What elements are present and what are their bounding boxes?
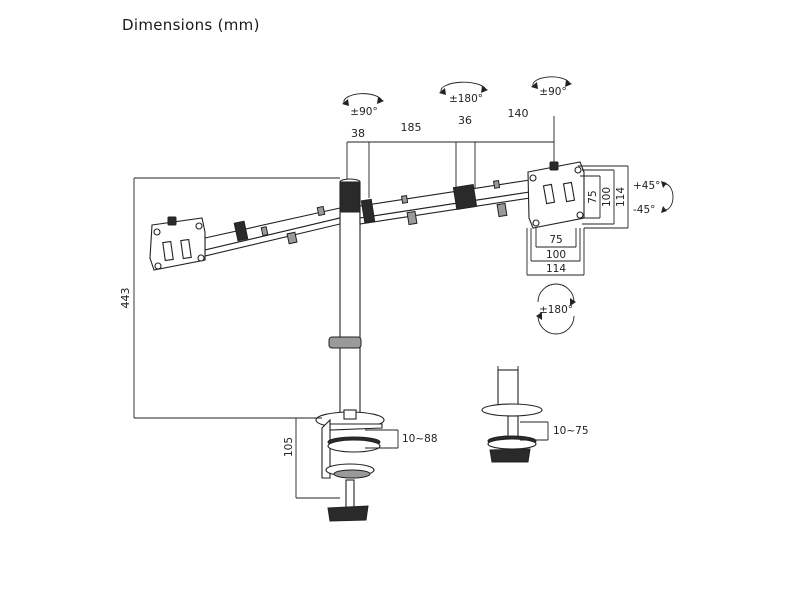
vesa-horiz-75: 75	[549, 234, 562, 246]
right-arm	[359, 179, 531, 226]
arm-dimensions: 38 185 36 140	[346, 107, 555, 198]
arm-dim-1: 38	[351, 127, 365, 140]
vesa-vert-75: 75	[587, 190, 599, 203]
rotate-icon-center: ±180°	[439, 81, 488, 105]
pole-height-dimension: 443	[119, 177, 340, 419]
left-arm	[204, 205, 341, 257]
clamp-range-label: 10~88	[402, 433, 438, 445]
rotate-icon-right: ±90°	[531, 76, 572, 98]
vesa-vert-100: 100	[601, 187, 613, 207]
rotate-label-left: ±90°	[350, 106, 377, 118]
rotate-label-right: ±90°	[539, 86, 566, 98]
vesa-dimensions: 75 100 114 75 100 114	[526, 165, 629, 276]
clamp-height-dimension: 105	[283, 417, 340, 499]
left-vesa-plate	[149, 216, 206, 271]
vesa-horiz-114: 114	[546, 263, 566, 275]
tilt-up-label: +45°	[633, 180, 660, 192]
arm-dim-2: 185	[401, 121, 422, 134]
clamp-range-dimension: 10~88	[365, 429, 438, 449]
vesa-horiz-100: 100	[546, 249, 566, 261]
arm-dim-4: 140	[508, 107, 529, 120]
right-vesa-plate	[527, 161, 585, 229]
rotate-label-vesa: ±180°	[539, 304, 573, 316]
tilt-down-label: -45°	[633, 204, 655, 216]
arm-dim-3: 36	[458, 114, 472, 127]
vesa-vert-114: 114	[615, 187, 627, 207]
grommet-range-dimension: 10~75	[520, 421, 589, 441]
clamp-height-label: 105	[283, 437, 295, 457]
grommet-range-label: 10~75	[553, 425, 589, 437]
page-title: Dimensions (mm)	[122, 16, 260, 34]
rotate-icon-vesa: ±180°	[536, 283, 576, 335]
tilt-icon: +45° -45°	[633, 180, 674, 216]
desk-clamp	[315, 409, 385, 522]
pole-height-label: 443	[119, 288, 132, 309]
rotate-label-center: ±180°	[449, 93, 483, 105]
rotate-icon-left: ±90°	[342, 93, 384, 118]
grommet-mount	[481, 366, 543, 463]
